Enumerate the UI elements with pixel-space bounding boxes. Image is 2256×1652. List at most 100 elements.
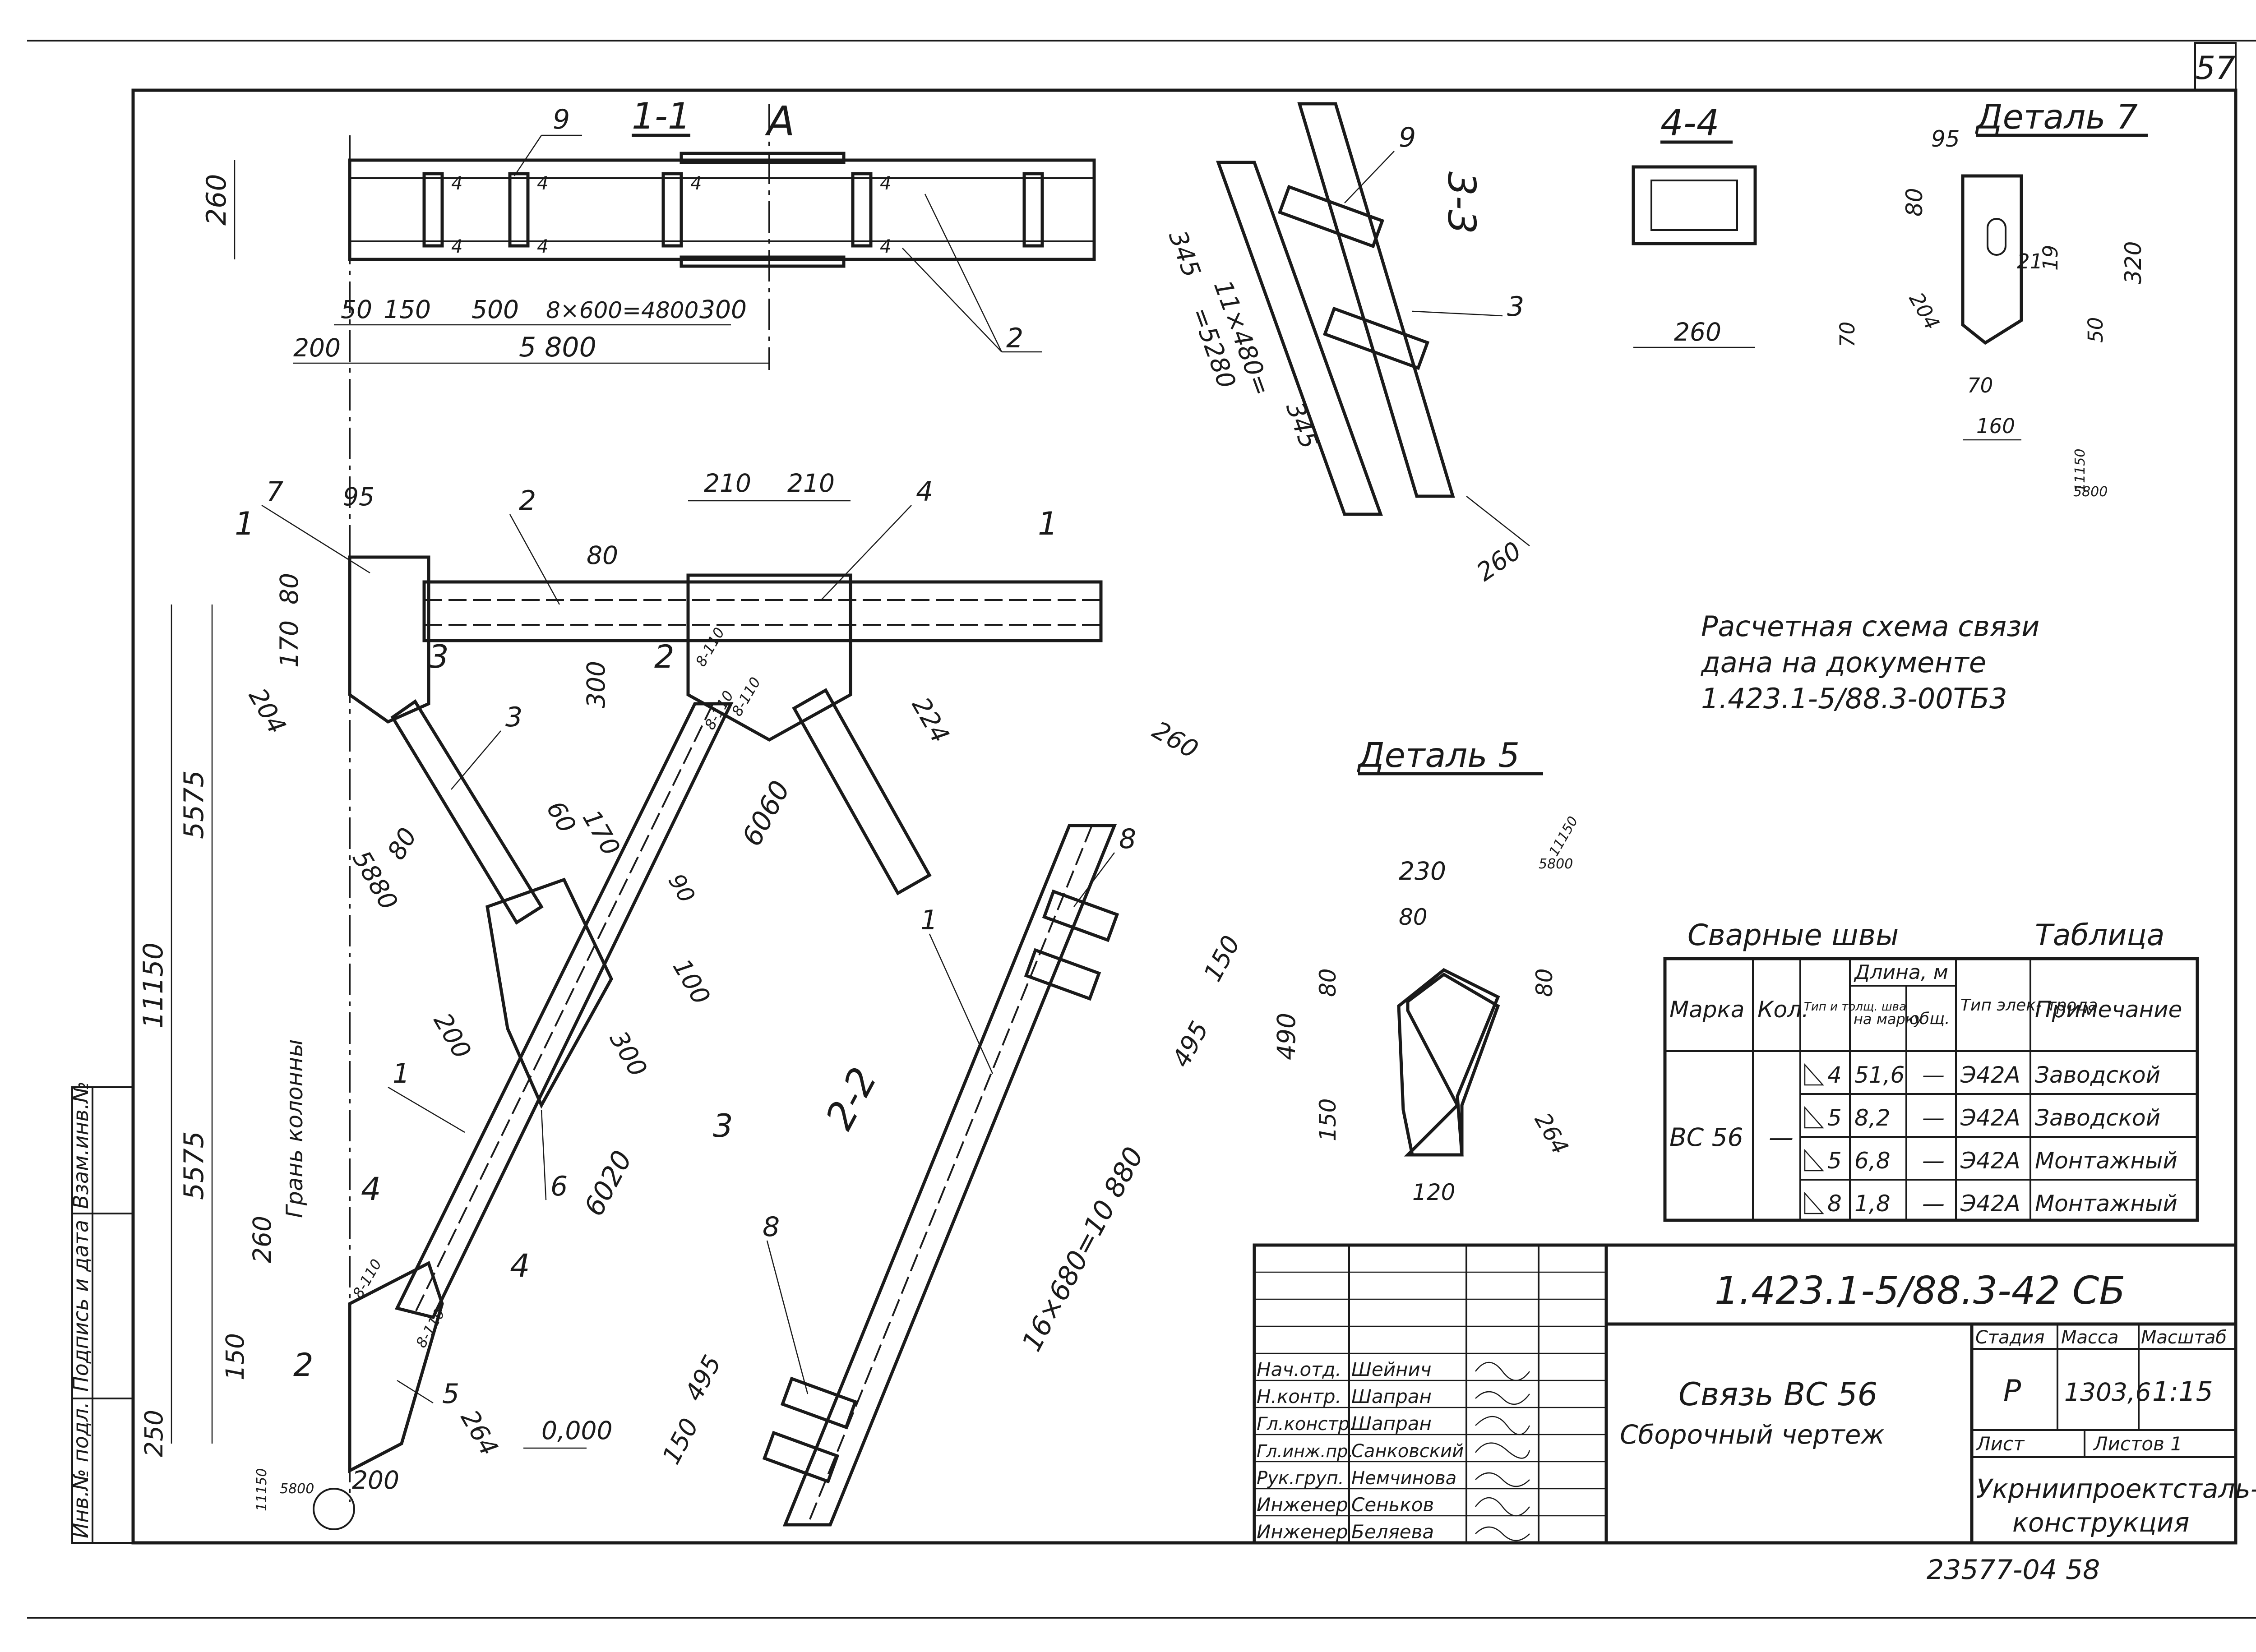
svg-text:1303,6: 1303,6 <box>2064 1378 2151 1407</box>
svg-text:Э42А: Э42А <box>1960 1191 2020 1217</box>
section-4-4-title: 4-4 <box>1660 102 1720 144</box>
svg-text:Шейнич: Шейнич <box>1351 1358 1432 1380</box>
svg-text:16×680=10 880: 16×680=10 880 <box>1016 1142 1150 1357</box>
svg-text:264: 264 <box>455 1405 504 1461</box>
svg-text:260: 260 <box>1148 715 1203 764</box>
svg-text:19: 19 <box>2039 245 2062 271</box>
svg-text:21: 21 <box>2017 249 2043 273</box>
svg-text:204: 204 <box>243 683 292 739</box>
person-row: Гл.констр. Шапран <box>1257 1412 1432 1435</box>
svg-text:Листов 1: Листов 1 <box>2093 1433 2182 1455</box>
pos-2-label-main: 2 <box>519 485 536 517</box>
svg-text:11150: 11150 <box>1546 814 1581 859</box>
drawing-name: Связь ВС 56 <box>1678 1376 1877 1413</box>
svg-text:224: 224 <box>906 692 955 748</box>
svg-text:Шапран: Шапран <box>1351 1412 1432 1435</box>
svg-text:250: 250 <box>139 1410 168 1457</box>
svg-text:Тип элек- трода: Тип элек- трода <box>1960 996 2098 1015</box>
person-row: Инженер Сеньков <box>1257 1494 1434 1516</box>
cut-2-top: 2 <box>654 638 675 675</box>
svg-text:150: 150 <box>1198 931 1246 986</box>
weld-mark-value: ВС 56 <box>1669 1123 1743 1152</box>
svg-text:1,8: 1,8 <box>1854 1191 1891 1217</box>
svg-text:8: 8 <box>1827 1191 1842 1217</box>
table-row: 5 8,2 — Э42А Заводской <box>1827 1105 2160 1131</box>
pos-1-label-main: 1 <box>393 1058 410 1089</box>
svg-text:—: — <box>1922 1191 1945 1217</box>
pos-2-label-top: 2 <box>1006 323 1023 354</box>
svg-text:500: 500 <box>472 295 519 324</box>
svg-text:60: 60 <box>541 796 582 838</box>
svg-text:1.423.1-5/88.3-00ТБ3: 1.423.1-5/88.3-00ТБ3 <box>1701 682 2007 715</box>
svg-text:260: 260 <box>1674 318 1721 346</box>
svg-text:8-110: 8-110 <box>692 624 728 669</box>
svg-text:4: 4 <box>880 173 891 194</box>
svg-text:8×600=4800: 8×600=4800 <box>546 297 698 323</box>
svg-text:общ.: общ. <box>1909 1010 1950 1028</box>
svg-text:на марку: на марку <box>1854 1011 1923 1028</box>
svg-text:Примечание: Примечание <box>2035 997 2182 1023</box>
svg-text:80: 80 <box>275 573 304 605</box>
pos-6-label: 6 <box>550 1171 568 1202</box>
detail-7-title: Деталь 7 <box>1975 97 2138 137</box>
svg-text:300: 300 <box>699 295 747 324</box>
svg-text:70: 70 <box>1967 374 1993 397</box>
main-elevation: Грань колонны 7 2 4 3 1 6 5 1 1 2 2 3 3 … <box>138 469 1103 1530</box>
weld-table: Сварные швы Таблица Марка Кол. Тип и тол… <box>1663 918 2199 1222</box>
svg-text:5 800: 5 800 <box>519 332 596 363</box>
svg-text:260: 260 <box>248 1216 277 1263</box>
svg-text:345: 345 <box>1281 398 1324 453</box>
document-code: 1.423.1-5/88.3-42 СБ <box>1715 1269 2126 1313</box>
svg-text:150: 150 <box>384 295 431 324</box>
svg-text:Длина, м: Длина, м <box>1854 961 1948 984</box>
person-row: Нач.отд. Шейнич <box>1257 1358 1432 1380</box>
column-face-label: Грань колонны <box>282 1039 308 1218</box>
svg-text:5: 5 <box>1827 1105 1842 1131</box>
section-1-1-title: 1-1 <box>632 95 691 137</box>
svg-text:204: 204 <box>1904 288 1944 334</box>
svg-text:Лист: Лист <box>1975 1433 2025 1455</box>
svg-text:170: 170 <box>275 620 304 668</box>
svg-text:Заводской: Заводской <box>2035 1062 2160 1088</box>
svg-text:170: 170 <box>577 805 626 861</box>
section-4-4: 4-4 260 <box>1632 102 1757 348</box>
svg-text:Марка: Марка <box>1669 997 1744 1023</box>
person-row: Н.контр. Шапран <box>1257 1385 1432 1407</box>
svg-text:5800: 5800 <box>1539 856 1573 872</box>
svg-text:—: — <box>1769 1123 1794 1152</box>
svg-text:1:15: 1:15 <box>2152 1376 2213 1407</box>
pos-3-label: 3 <box>505 701 522 733</box>
table-row: 5 6,8 — Э42А Монтажный <box>1827 1148 2177 1174</box>
cut-3-top: 3 <box>429 638 449 675</box>
title-block: Нач.отд. Шейнич Н.контр. Шапран Гл.конст… <box>1253 1243 2256 1545</box>
svg-text:5800: 5800 <box>280 1481 314 1497</box>
svg-text:6,8: 6,8 <box>1854 1148 1891 1174</box>
svg-text:Инженер: Инженер <box>1257 1521 1348 1543</box>
section-3-3: 3-3 9 3 345 11×480= =5280 345 260 <box>1163 102 1530 587</box>
svg-text:200: 200 <box>428 1008 477 1064</box>
svg-text:—: — <box>1922 1105 1945 1131</box>
svg-text:4: 4 <box>451 236 462 257</box>
cut-3-bottom: 3 <box>713 1107 733 1144</box>
svg-text:4: 4 <box>1827 1062 1842 1088</box>
side-stamp-sign: Подпись и дата <box>69 1220 93 1392</box>
side-stamp: Инв.№ подл. Подпись и дата Взам.инв.№ <box>69 1081 134 1544</box>
svg-text:Инженер: Инженер <box>1257 1494 1348 1516</box>
svg-text:Заводской: Заводской <box>2035 1105 2160 1131</box>
pos-3-label-s33: 3 <box>1507 291 1524 323</box>
person-row: Рук.груп. Немчинова <box>1257 1468 1456 1489</box>
pos-7-label: 7 <box>266 476 283 508</box>
svg-text:5575: 5575 <box>178 770 210 839</box>
section-2-2-title: 2-2 <box>817 1061 886 1137</box>
cut-4-left: 4 <box>361 1171 381 1208</box>
weld-table-title: Сварные швы <box>1687 918 1899 952</box>
section-1-1: 1-1 A 4 4 4 4 4 4 4 9 2 260 <box>201 95 1096 1502</box>
side-stamp-inv: Инв.№ подл. <box>69 1402 93 1538</box>
weld-table-label: Таблица <box>2035 918 2165 952</box>
svg-text:Расчетная схема связи: Расчетная схема связи <box>1701 610 2039 643</box>
pos-5-label: 5 <box>442 1378 459 1410</box>
svg-text:11150: 11150 <box>2072 449 2088 492</box>
svg-text:80: 80 <box>1901 188 1928 217</box>
svg-text:210: 210 <box>787 469 835 498</box>
